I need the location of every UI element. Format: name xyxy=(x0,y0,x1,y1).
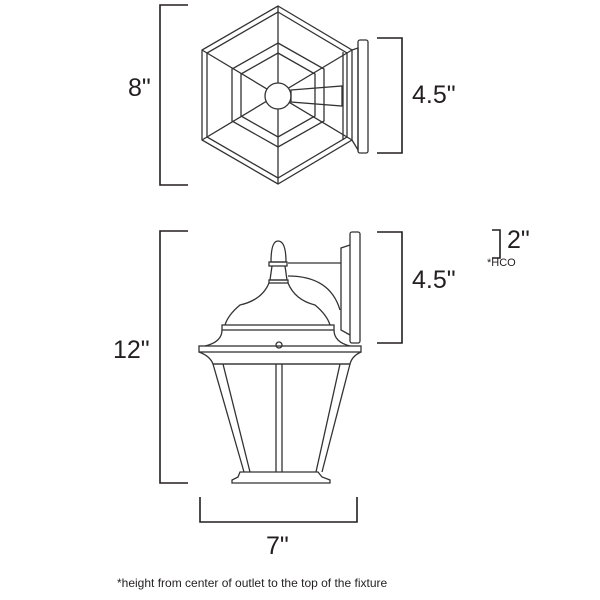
top-height-label: 8" xyxy=(128,74,151,102)
width-bracket xyxy=(199,497,358,523)
hco-label: 2" xyxy=(507,226,530,254)
front-mount-bracket xyxy=(377,231,403,344)
hco-note: *HCO xyxy=(487,257,516,269)
front-mount-height-label: 4.5" xyxy=(412,266,456,294)
footnote: *height from center of outlet to the top… xyxy=(117,576,388,590)
hco-bracket xyxy=(492,229,501,259)
top-view-drawing xyxy=(159,4,403,186)
front-height-bracket xyxy=(159,230,188,484)
top-height-bracket xyxy=(159,4,188,186)
width-label: 7" xyxy=(266,532,289,560)
top-mount-bracket xyxy=(377,37,403,154)
top-mount-height-label: 4.5" xyxy=(412,81,456,109)
front-height-label: 12" xyxy=(113,336,150,364)
front-view-drawing xyxy=(159,229,501,523)
